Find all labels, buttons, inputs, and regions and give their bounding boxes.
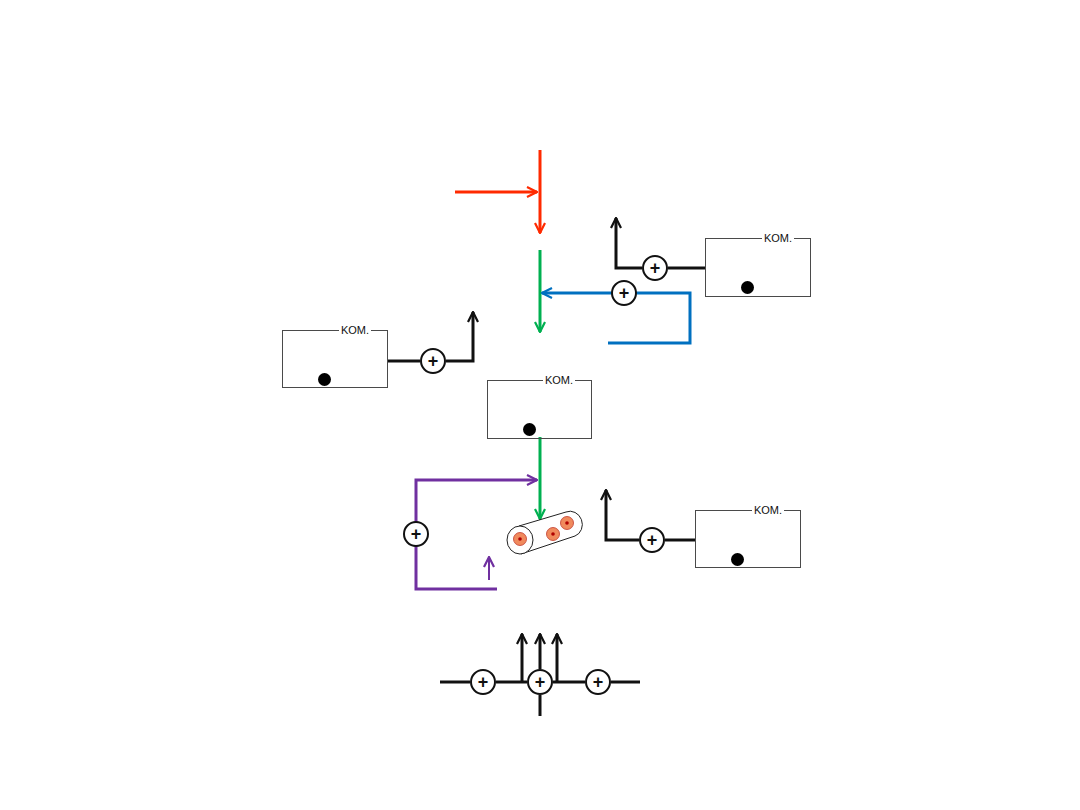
wire [665, 539, 695, 542]
wire [539, 695, 542, 716]
plus-sign: + [650, 259, 661, 277]
wire [496, 681, 527, 684]
wire [611, 681, 640, 684]
purple-feedback-arrow [416, 480, 537, 589]
box-heading: KOM. [543, 374, 575, 386]
purple-arrow [488, 557, 490, 580]
dot-marker [523, 423, 536, 436]
plus-sign: + [647, 531, 658, 549]
summing-junction: + [642, 255, 668, 281]
dot-marker [741, 281, 754, 294]
box-heading: KOM. [752, 504, 784, 516]
compartment-box: KOM. [282, 330, 388, 388]
summing-junction: + [403, 521, 429, 547]
box-heading: KOM. [762, 232, 794, 244]
plus-sign: + [411, 525, 422, 543]
output-arrow [606, 490, 639, 540]
summing-junction: + [585, 669, 611, 695]
compartment-box: KOM. [487, 380, 592, 439]
output-arrow [521, 634, 524, 682]
wire [388, 360, 420, 363]
plus-sign: + [478, 673, 489, 691]
plus-sign: + [428, 352, 439, 370]
summing-junction: + [470, 669, 496, 695]
red-arrow [455, 191, 537, 194]
plus-sign: + [535, 673, 546, 691]
output-arrow [616, 218, 642, 268]
green-arrow [539, 250, 542, 332]
output-arrow [539, 634, 542, 669]
plus-sign: + [593, 673, 604, 691]
compartment-box: KOM. [705, 238, 811, 297]
green-arrow [539, 437, 542, 519]
summing-junction: + [420, 348, 446, 374]
summing-junction: + [611, 280, 637, 306]
cell-cylinder [507, 511, 582, 554]
output-arrow [556, 634, 559, 682]
wire [553, 681, 585, 684]
wire [668, 267, 705, 270]
dot-marker [731, 553, 744, 566]
dot-marker [318, 373, 331, 386]
compartment-box: KOM. [695, 510, 801, 568]
summing-junction: + [639, 527, 665, 553]
output-arrow [446, 312, 473, 361]
plus-sign: + [619, 284, 630, 302]
wire [440, 681, 470, 684]
red-arrow [539, 150, 542, 233]
summing-junction: + [527, 669, 553, 695]
box-heading: KOM. [339, 324, 371, 336]
